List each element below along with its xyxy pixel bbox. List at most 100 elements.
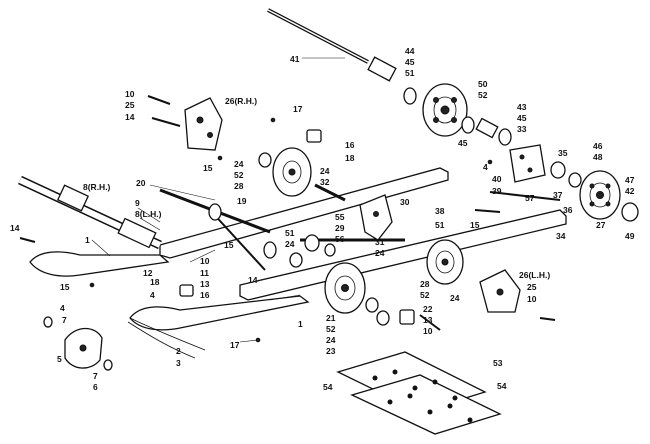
callout: 35 <box>558 148 568 158</box>
callout: 10 <box>423 326 433 336</box>
idler-wheel-lower-left <box>324 262 390 326</box>
callout-labels: 41 44 45 51 50 52 43 45 33 45 10 25 14 2… <box>10 46 635 392</box>
callout: 30 <box>400 197 410 207</box>
callout: 42 <box>625 186 635 196</box>
callout: 55 <box>335 212 345 222</box>
callout: 24 <box>285 239 295 249</box>
callout: 31 <box>375 237 385 247</box>
callout: 15 <box>203 163 213 173</box>
callout: 8(L.H.) <box>135 209 162 219</box>
callout: 18 <box>150 277 160 287</box>
callout: 25 <box>125 100 135 110</box>
rear-mount-bracket-lh <box>479 269 521 313</box>
cross-shafts <box>159 183 405 271</box>
callout: 23 <box>326 346 336 356</box>
callout: 47 <box>625 175 635 185</box>
callout: 52 <box>326 324 336 334</box>
callout: 51 <box>435 220 445 230</box>
callout: 45 <box>405 57 415 67</box>
callout: 36 <box>563 205 573 215</box>
callout: 4 <box>150 290 155 300</box>
callout: 8(R.H.) <box>83 182 111 192</box>
callout: 5 <box>57 354 62 364</box>
callout: 27 <box>596 220 606 230</box>
callout: 13 <box>423 315 433 325</box>
callout: 4 <box>483 162 488 172</box>
callout: 24 <box>326 335 336 345</box>
torsion-spring-arms <box>127 317 206 359</box>
idler-wheel-front <box>258 147 312 197</box>
callout: 44 <box>405 46 415 56</box>
callout: 25 <box>527 282 537 292</box>
fasteners <box>19 95 556 343</box>
rear-idler-wheel-right <box>579 170 639 222</box>
callout: 13 <box>200 279 210 289</box>
callout: 3 <box>176 358 181 368</box>
callout: 26(L.H.) <box>519 270 550 280</box>
pivot-arm <box>304 194 393 257</box>
callout: 49 <box>625 231 635 241</box>
callout: 1 <box>298 319 303 329</box>
callout: 57 <box>525 193 535 203</box>
callout: 15 <box>224 240 234 250</box>
bumper-blocks <box>179 129 415 325</box>
spring-block-front-left <box>43 316 113 371</box>
callout: 28 <box>234 181 244 191</box>
callout: 43 <box>517 102 527 112</box>
callout: 24 <box>450 293 460 303</box>
callout: 45 <box>458 138 468 148</box>
spacer-bushings-rear <box>403 87 512 146</box>
callout: 50 <box>478 79 488 89</box>
callout: 54 <box>323 382 333 392</box>
callout: 46 <box>593 141 603 151</box>
rear-idler-wheel-upper <box>422 83 468 137</box>
callout: 17 <box>293 104 303 114</box>
callout: 10 <box>527 294 537 304</box>
callout: 7 <box>62 315 67 325</box>
callout: 40 <box>492 174 502 184</box>
callout: 52 <box>234 170 244 180</box>
callout: 54 <box>497 381 507 391</box>
callout: 22 <box>423 304 433 314</box>
callout: 10 <box>125 89 135 99</box>
callout: 53 <box>493 358 503 368</box>
callout: 15 <box>60 282 70 292</box>
callout: 11 <box>200 268 209 278</box>
callout: 28 <box>420 279 430 289</box>
callout: 52 <box>478 90 488 100</box>
callout: 16 <box>345 140 355 150</box>
callout: 20 <box>136 178 146 188</box>
callout: 10 <box>200 256 210 266</box>
callout: 6 <box>93 382 98 392</box>
callout: 17 <box>230 340 240 350</box>
track-section <box>336 351 502 435</box>
slide-rail-left <box>29 251 310 331</box>
callout: 14 <box>125 112 135 122</box>
callout: 12 <box>143 268 153 278</box>
idler-wheel-lower-right <box>426 239 464 285</box>
callout: 51 <box>285 228 295 238</box>
callout: 14 <box>10 223 20 233</box>
callout: 2 <box>176 346 181 356</box>
callout: 41 <box>290 54 300 64</box>
callout: 45 <box>517 113 527 123</box>
callout: 15 <box>470 220 480 230</box>
rear-axle-shaft <box>267 8 397 82</box>
callout: 38 <box>435 206 445 216</box>
callout: 37 <box>553 190 563 200</box>
callout: 52 <box>420 290 430 300</box>
callout: 24 <box>320 166 330 176</box>
callout: 29 <box>335 223 345 233</box>
callout: 7 <box>93 371 98 381</box>
callout: 16 <box>200 290 210 300</box>
callout: 32 <box>320 177 330 187</box>
front-mount-bracket-rh <box>184 97 223 151</box>
callout: 39 <box>492 186 502 196</box>
callout: 19 <box>237 196 247 206</box>
leader-lines <box>91 57 345 343</box>
callout: 24 <box>234 159 244 169</box>
callout: 34 <box>556 231 566 241</box>
callout: 33 <box>517 124 527 134</box>
callout: 9 <box>135 198 140 208</box>
